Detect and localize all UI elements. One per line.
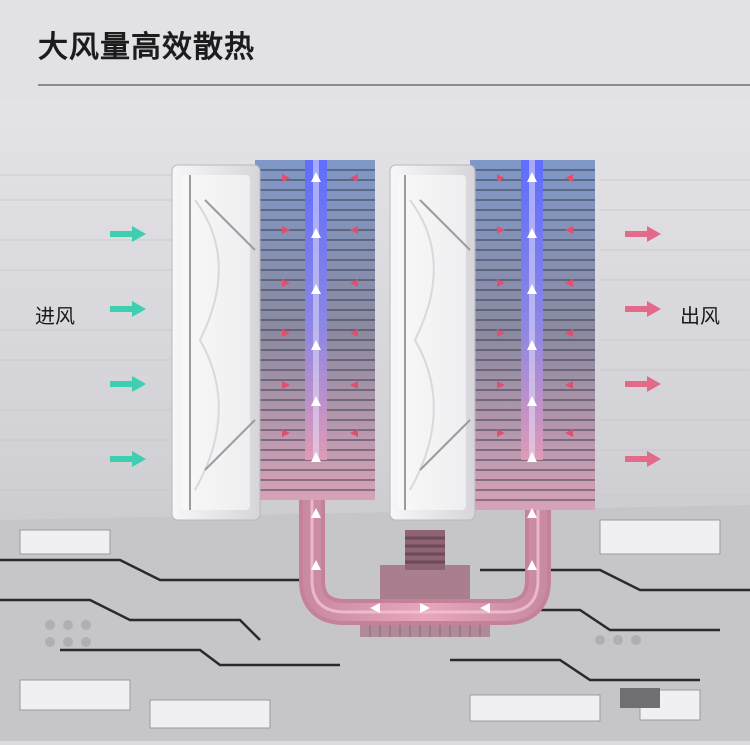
- cooler-svg: [0, 100, 750, 741]
- intake-label: 进风: [35, 300, 75, 329]
- title-divider: [38, 84, 750, 86]
- page-title: 大风量高效散热: [38, 22, 255, 66]
- header: 大风量高效散热: [0, 0, 750, 100]
- cooler-illustration: 进风 出风: [0, 100, 750, 741]
- exhaust-label: 出风: [680, 300, 720, 329]
- left-fan: [172, 165, 260, 520]
- right-fan: [390, 165, 475, 520]
